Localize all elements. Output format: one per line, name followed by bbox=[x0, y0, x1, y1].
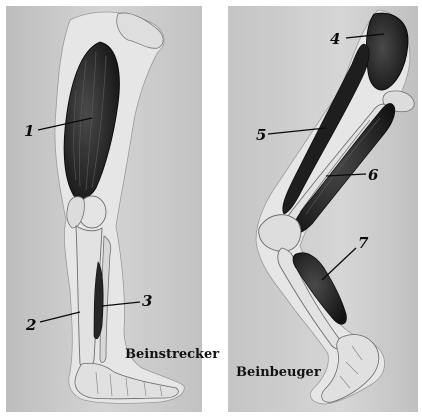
caption-flexors: Beinbeuger bbox=[236, 365, 321, 380]
marker-5: 5 bbox=[256, 126, 266, 144]
panel-flexors: 4 5 6 7 Beinbeuger bbox=[228, 6, 418, 412]
marker-1: 1 bbox=[24, 122, 34, 140]
marker-4: 4 bbox=[330, 30, 340, 48]
marker-3: 3 bbox=[142, 292, 152, 310]
caption-extensors: Beinstrecker bbox=[125, 347, 219, 362]
panel-extensors: 1 2 3 Beinstrecker bbox=[6, 6, 219, 412]
marker-2: 2 bbox=[25, 316, 36, 334]
marker-7: 7 bbox=[358, 234, 369, 252]
marker-6: 6 bbox=[368, 166, 379, 184]
